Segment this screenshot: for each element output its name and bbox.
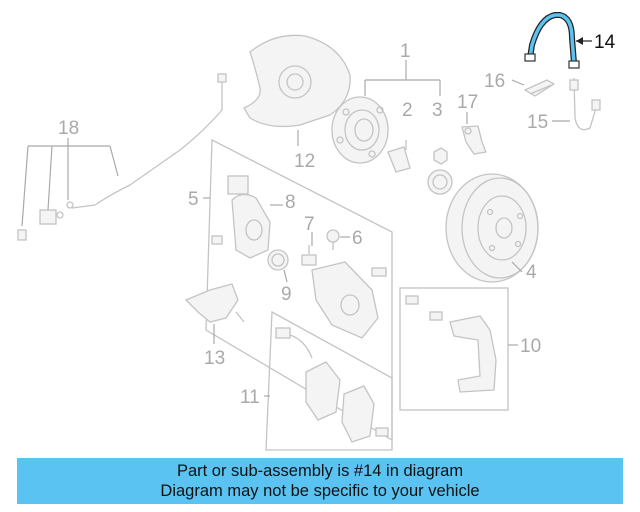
callout-17: 17 xyxy=(457,92,478,113)
hub-bolt-icon xyxy=(387,140,411,173)
callout-2: 2 xyxy=(402,100,413,121)
callout-12: 12 xyxy=(294,151,315,172)
dust-shield-icon xyxy=(243,34,351,128)
callout-5: 5 xyxy=(188,189,199,210)
caliper-bolt-icon xyxy=(301,245,317,266)
mounting-bracket-icon xyxy=(184,283,245,323)
brake-pad-icon xyxy=(305,361,389,443)
carrier-bracket-box xyxy=(399,287,509,411)
callout-9: 9 xyxy=(281,284,292,305)
bleeder-icon xyxy=(211,235,223,245)
banner-line-1: Part or sub-assembly is #14 in diagram xyxy=(176,462,464,480)
guide-pin-icon xyxy=(326,229,340,250)
callout-6: 6 xyxy=(352,228,363,249)
callout-15: 15 xyxy=(527,112,548,133)
piston-seal-icon xyxy=(267,249,289,271)
brake-rotor-icon xyxy=(445,173,539,283)
callout-10: 10 xyxy=(520,336,541,357)
carrier-bracket-icon xyxy=(405,295,497,393)
callout-7: 7 xyxy=(304,214,315,235)
callout-4: 4 xyxy=(526,262,537,283)
callout-1: 1 xyxy=(400,41,411,62)
callout-11: 11 xyxy=(240,387,260,408)
seal-ring-icon xyxy=(427,169,453,195)
caliper-housing-icon xyxy=(227,175,271,259)
wheel-hub-icon xyxy=(331,96,389,164)
callout-3: 3 xyxy=(432,100,443,121)
banner-line-2: Diagram may not be specific to your vehi… xyxy=(160,482,480,500)
brake-line-icon xyxy=(569,77,601,131)
callout-8: 8 xyxy=(285,192,296,213)
callout-14[interactable]: 14 xyxy=(594,32,616,53)
info-banner: Part or sub-assembly is #14 in diagram D… xyxy=(17,458,623,504)
bracket-icon xyxy=(523,79,556,97)
sensor-block-icon xyxy=(461,125,487,155)
callout-13: 13 xyxy=(204,348,225,369)
callout-18-leader xyxy=(21,138,119,227)
callout-16: 16 xyxy=(484,71,505,92)
brake-hose-icon[interactable] xyxy=(524,12,592,69)
caliper-carrier-icon xyxy=(311,261,387,339)
callout-1-leader xyxy=(364,60,441,96)
callout-18: 18 xyxy=(58,118,79,139)
abs-sensor-cable-icon xyxy=(17,73,227,241)
hub-nut-icon xyxy=(433,147,448,165)
brake-pad-box xyxy=(265,310,393,451)
wear-sensor-icon xyxy=(275,327,313,359)
